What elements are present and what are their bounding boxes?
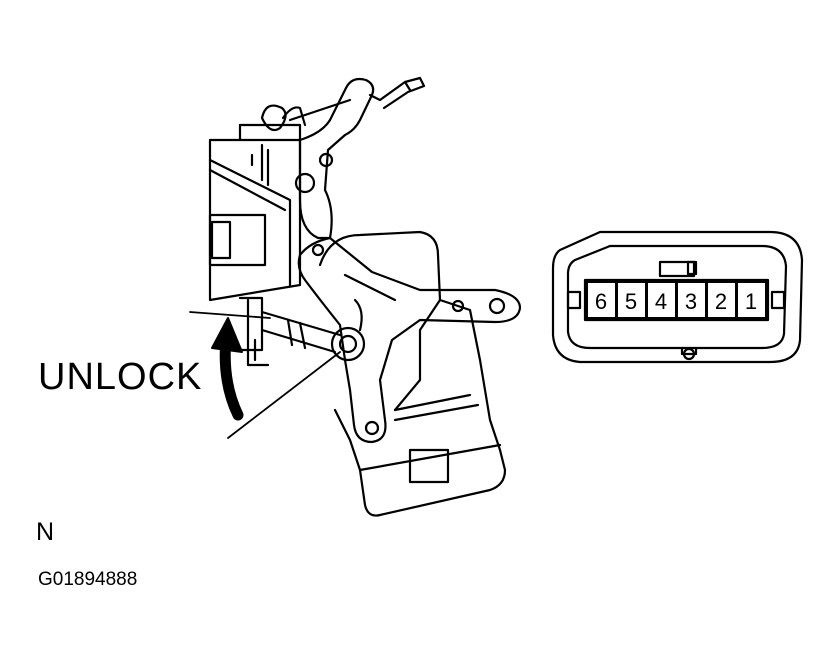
pin-number: 3 [685, 289, 697, 314]
unlock-arrow-icon [211, 317, 244, 421]
pin-number: 5 [625, 289, 637, 314]
pin-number: 4 [655, 289, 667, 314]
pivot-shaft [238, 296, 366, 367]
unlock-label: UNLOCK [38, 356, 203, 398]
pin-number: 2 [715, 289, 727, 314]
figure-code: G01894888 [38, 569, 138, 590]
leader-lines [189, 311, 341, 439]
upper-bracket [260, 76, 426, 240]
switch-housing [208, 123, 302, 302]
pin-cell [736, 281, 767, 319]
connector-housing [551, 230, 804, 364]
pin-number: 1 [745, 289, 757, 314]
lever-arm [297, 236, 522, 444]
pin-number: 6 [595, 289, 607, 314]
position-label: N [36, 518, 55, 546]
main-plate [318, 230, 507, 517]
